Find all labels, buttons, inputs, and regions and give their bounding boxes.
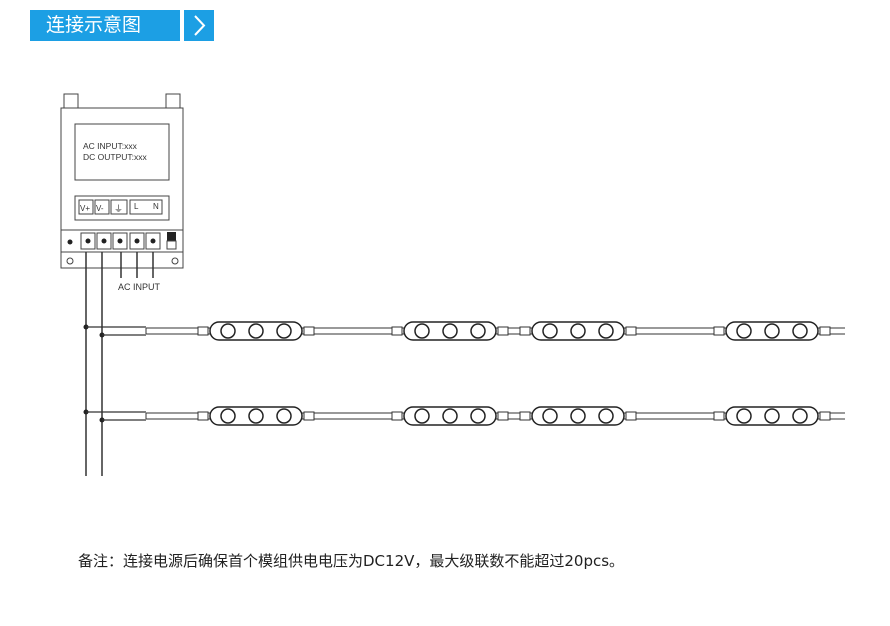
led-lens [276, 323, 292, 339]
led-string [86, 406, 845, 426]
terminal-label-l: L [134, 202, 139, 211]
led-lens [542, 408, 558, 424]
led-lens [414, 323, 430, 339]
psu-mount-tab-left [63, 93, 79, 109]
led-module [197, 406, 315, 426]
led-lens [276, 408, 292, 424]
psu-terminal-block [67, 232, 177, 250]
led-lens [470, 408, 486, 424]
psu-screw-left [66, 257, 74, 265]
led-module [519, 321, 637, 341]
led-module [391, 406, 509, 426]
psu-terminal-labels [78, 199, 163, 215]
psu-mount-tab-right [165, 93, 181, 109]
led-module [197, 321, 315, 341]
led-lens [764, 408, 780, 424]
dc-output-wires [85, 252, 103, 476]
psu-label-dc: DC OUTPUT:xxx [83, 152, 148, 162]
led-lens [736, 408, 752, 424]
note-text: 备注：连接电源后确保首个模组供电电压为DC12V，最大级联数不能超过20pcs。 [78, 552, 625, 570]
led-module [519, 406, 637, 426]
led-lens [414, 408, 430, 424]
led-lens [248, 323, 264, 339]
ac-input-wires [120, 252, 154, 278]
led-lens [220, 323, 236, 339]
psu-label-plate [74, 123, 170, 181]
led-string [86, 321, 845, 341]
ac-input-label: AC INPUT [118, 282, 161, 292]
led-lens [792, 323, 808, 339]
led-module [713, 406, 831, 426]
terminal-label-n: N [153, 202, 159, 211]
led-lens [470, 323, 486, 339]
led-lens [598, 408, 614, 424]
led-lens [442, 323, 458, 339]
psu-screw-right [171, 257, 179, 265]
led-module [391, 321, 509, 341]
terminal-label-vplus: V+ [80, 204, 90, 213]
led-lens [736, 323, 752, 339]
led-lens [792, 408, 808, 424]
led-module [713, 321, 831, 341]
section-title: 连接示意图 [30, 10, 180, 41]
section-header: 连接示意图 [30, 10, 214, 41]
led-lens [542, 323, 558, 339]
led-lens [570, 408, 586, 424]
ground-icon: ⏚ [114, 204, 123, 214]
led-lens [248, 408, 264, 424]
led-lens [570, 323, 586, 339]
terminal-label-vminus: V- [96, 204, 104, 213]
led-lens [220, 408, 236, 424]
psu-label-ac: AC INPUT:xxx [83, 141, 138, 151]
chevron-right-icon[interactable] [184, 10, 214, 41]
led-lens [442, 408, 458, 424]
led-lens [764, 323, 780, 339]
led-lens [598, 323, 614, 339]
